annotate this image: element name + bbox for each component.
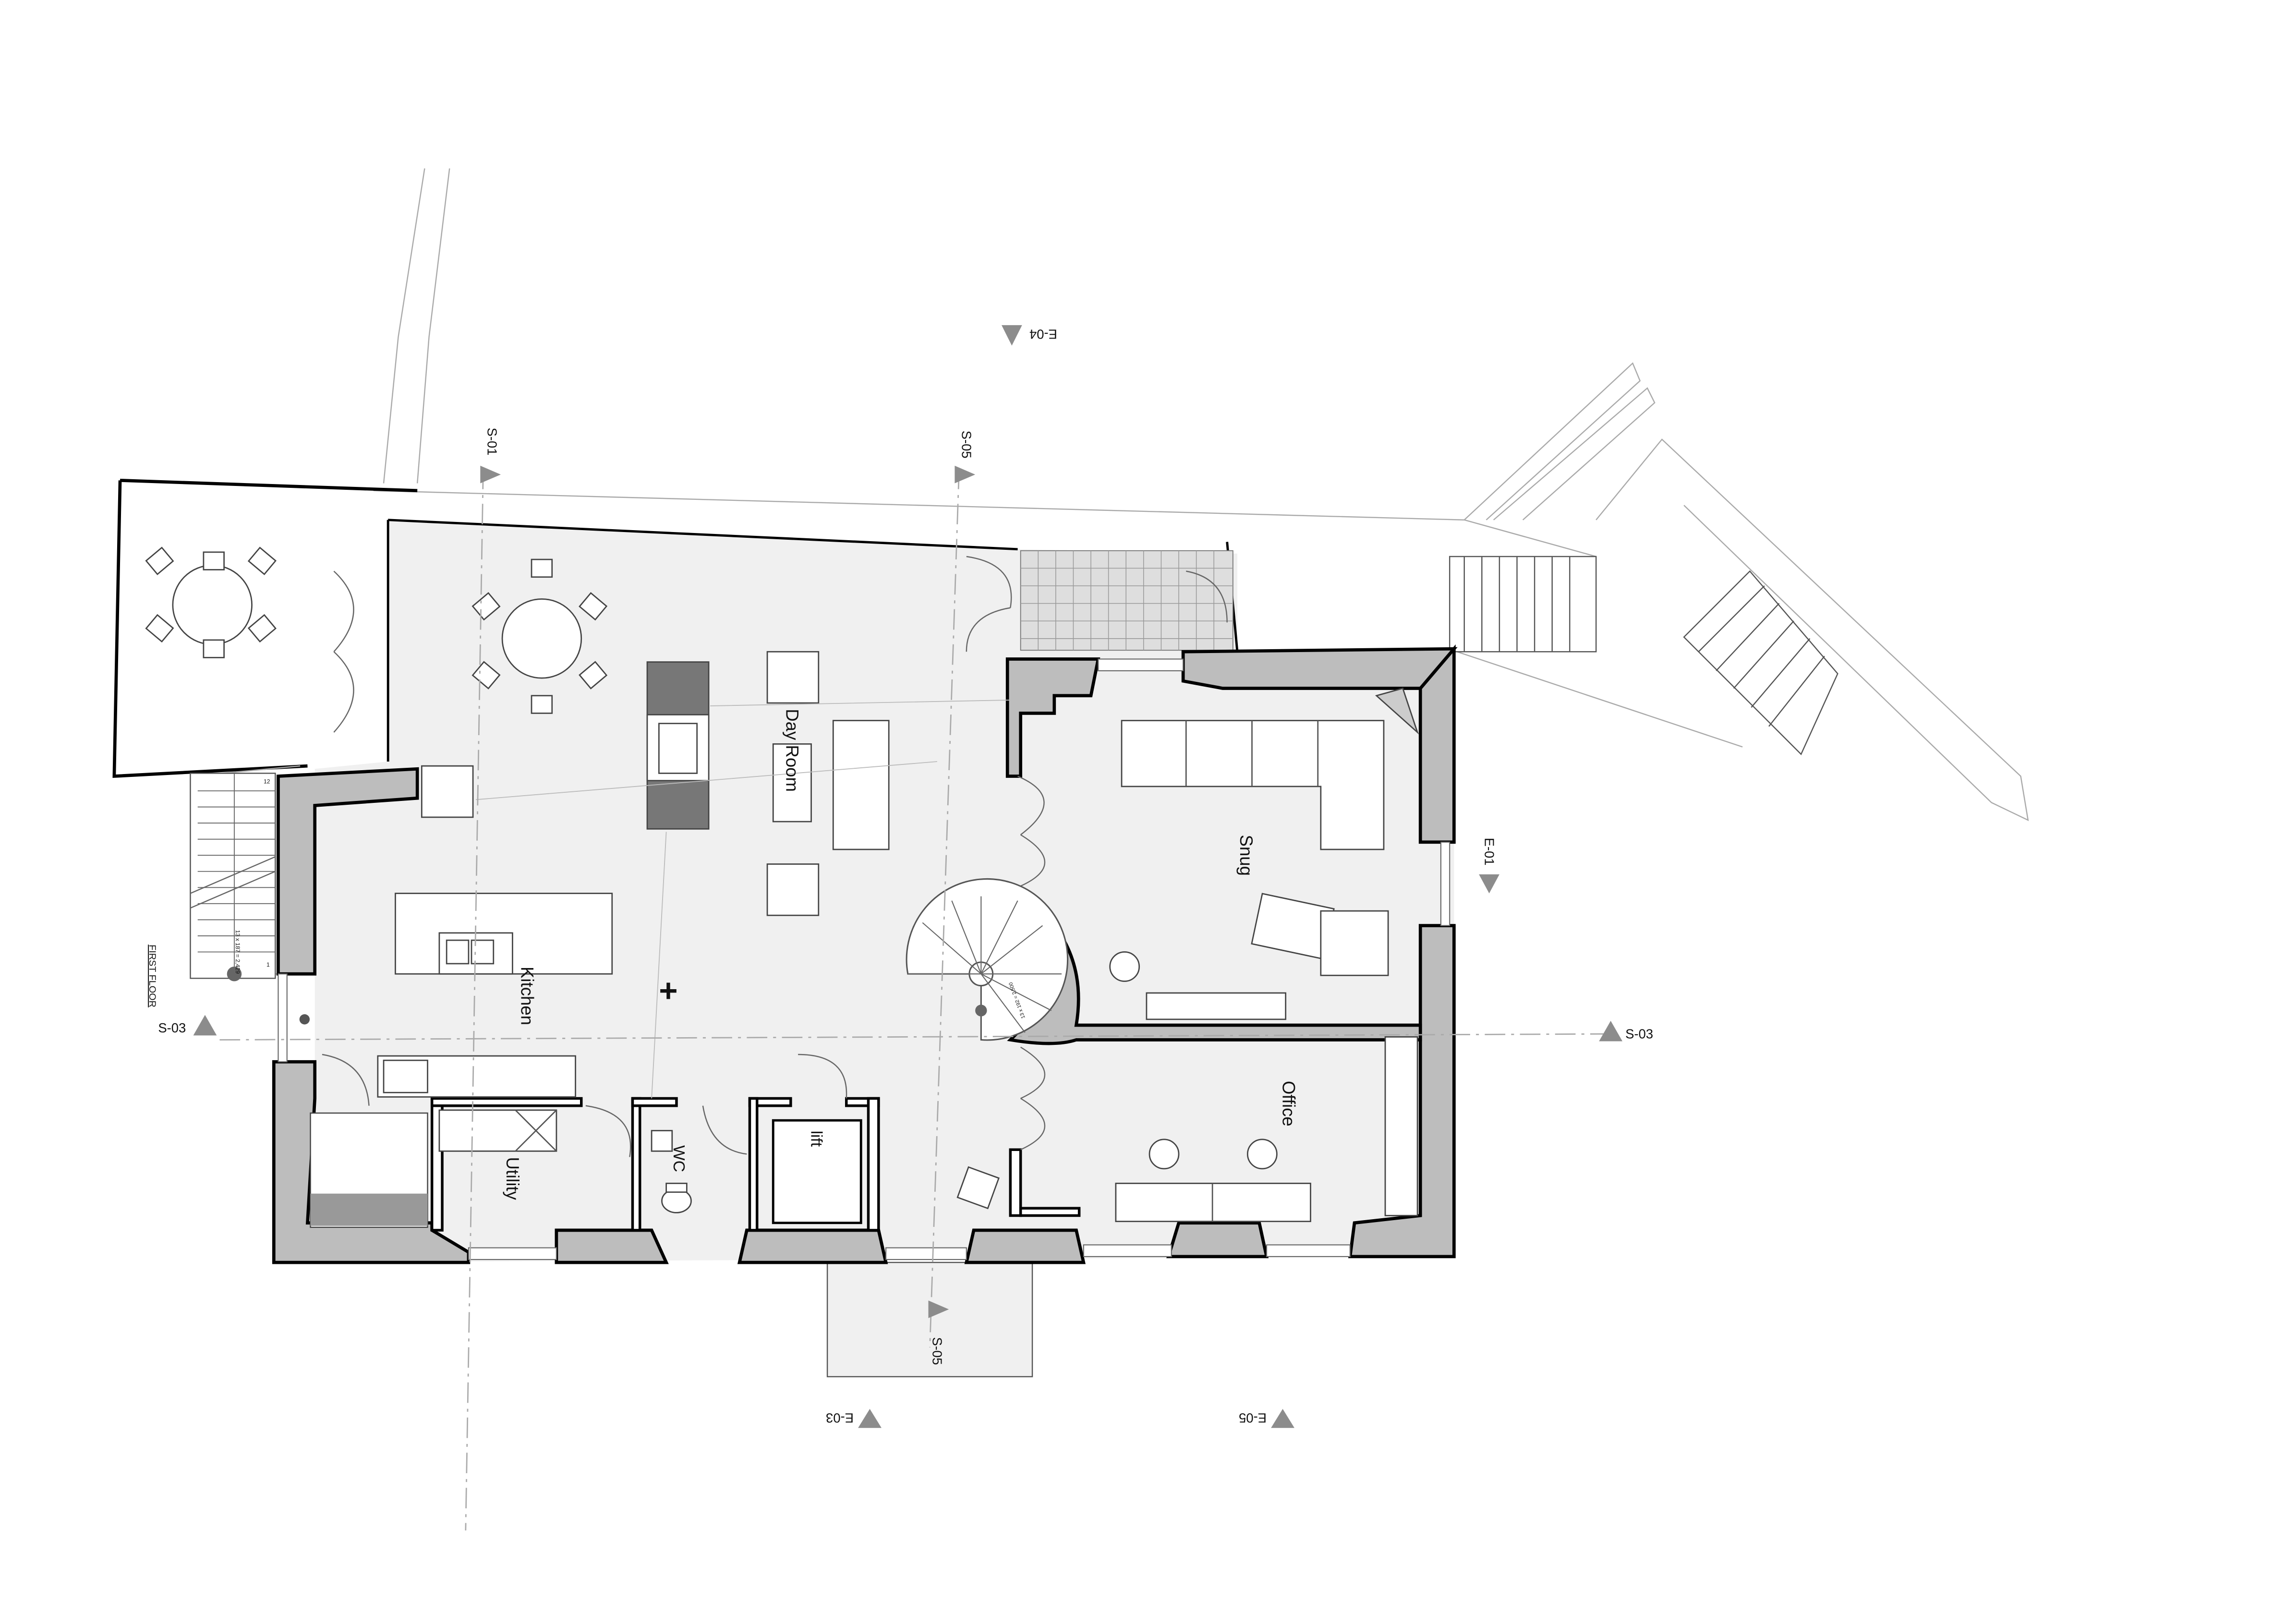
level-label-first-floor: FIRST FLOOR [147, 945, 157, 1007]
elevation-label-e04: E-04 [1029, 327, 1057, 341]
partitions [430, 1097, 1081, 1232]
room-label-lift: lift [808, 1131, 825, 1147]
section-label-s03-left: S-03 [158, 1020, 186, 1035]
elevation-label-e03: E-03 [826, 1410, 854, 1425]
wc-fixtures [651, 1130, 692, 1213]
straight-stair: 12 1 13 x 187 = 2,429 [190, 773, 276, 981]
section-label-s01: S-01 [485, 428, 500, 456]
snug-furniture [1109, 687, 1419, 1020]
section-label-s05-top: S-05 [959, 431, 974, 459]
windows [278, 658, 1450, 1260]
stair-step-1: 1 [266, 961, 270, 968]
room-label-utility: Utility [503, 1157, 522, 1200]
lift-car [772, 1119, 862, 1224]
stair-step-12: 12 [264, 778, 270, 785]
spiral-stair: 13 x 192 = 2,500 [906, 878, 1069, 1041]
room-label-day-room: Day Room [783, 709, 802, 792]
section-label-s05-bottom: S-05 [930, 1337, 945, 1365]
office-furniture [1115, 1036, 1418, 1223]
room-label-snug: Snug [1236, 835, 1256, 876]
day-room-furniture [421, 651, 890, 916]
tiled-paving [1020, 550, 1233, 651]
day-room-axis-lines [476, 699, 1011, 1099]
dining-table-terrace [145, 546, 277, 658]
elevation-label-e01: E-01 [1482, 838, 1497, 866]
room-label-wc: WC [670, 1145, 688, 1172]
column-marker [299, 1014, 310, 1025]
section-lines [219, 468, 1604, 1531]
elevation-label-e05: E-05 [1239, 1410, 1267, 1425]
kitchen-units [377, 893, 613, 1152]
room-label-kitchen: Kitchen [518, 967, 537, 1025]
straight-stair-note: 13 x 187 = 2,429 [234, 930, 241, 974]
dark-store-fill [310, 1193, 428, 1226]
office-chair-corner [956, 1166, 1000, 1210]
dining-table-dayroom [471, 558, 608, 714]
external-steps [1449, 556, 1838, 755]
doors [322, 556, 1228, 1157]
compass-cross-icon: + [659, 973, 677, 1009]
section-label-s03-right: S-03 [1625, 1026, 1653, 1041]
section-markers [193, 325, 1623, 1428]
site-boundary-lines [373, 168, 2029, 822]
room-label-office: Office [1279, 1081, 1299, 1126]
